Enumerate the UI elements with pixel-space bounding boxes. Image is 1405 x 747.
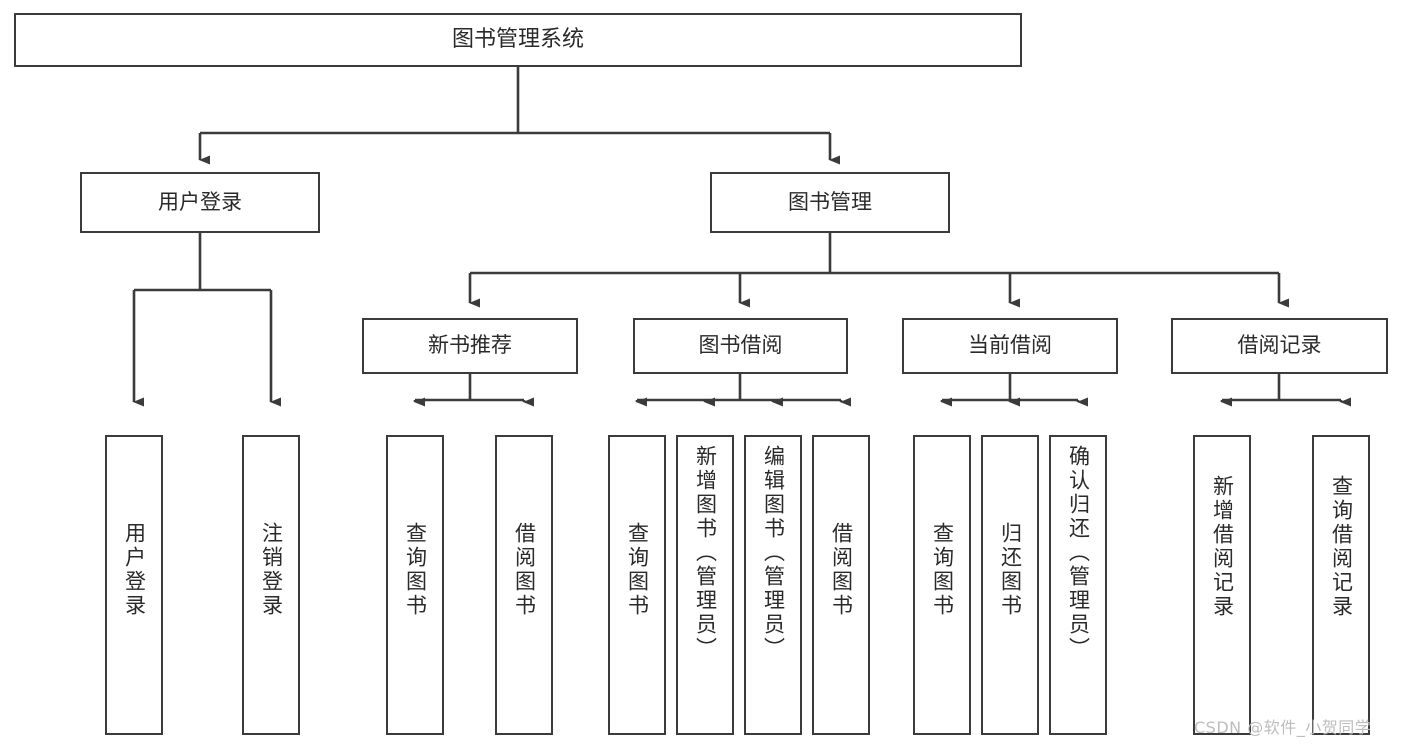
node-label: 查询图书 (930, 522, 955, 618)
node-label: 新增图书（管理员） (693, 445, 718, 661)
node-label: 用户登录 (158, 189, 242, 214)
node-label: 新书推荐 (428, 333, 512, 358)
leaf-add-book-admin[interactable]: 新增图书（管理员） (676, 435, 734, 735)
node-label: 查询图书 (625, 522, 650, 618)
node-label: 查询借阅记录 (1329, 475, 1354, 619)
leaf-query-book-recommend[interactable]: 查询图书 (386, 435, 444, 735)
leaf-query-book-current[interactable]: 查询图书 (913, 435, 971, 735)
node-label: 注销登录 (259, 522, 284, 618)
node-label: 用户登录 (122, 522, 147, 618)
node-root[interactable]: 图书管理系统 (14, 13, 1022, 67)
node-label: 归还图书 (998, 522, 1023, 618)
leaf-confirm-return-admin[interactable]: 确认归还（管理员） (1049, 435, 1107, 735)
leaf-edit-book-admin[interactable]: 编辑图书（管理员） (744, 435, 802, 735)
node-current-borrow[interactable]: 当前借阅 (902, 318, 1118, 374)
node-label: 当前借阅 (968, 333, 1052, 358)
leaf-add-borrow-record[interactable]: 新增借阅记录 (1193, 435, 1251, 735)
node-label: 查询图书 (403, 522, 428, 618)
node-label: 确认归还（管理员） (1066, 445, 1091, 661)
node-new-book-recommend[interactable]: 新书推荐 (362, 318, 578, 374)
node-book-management[interactable]: 图书管理 (710, 172, 950, 233)
watermark-text: CSDN @软件_小贺同学 (1194, 718, 1372, 737)
node-label: 图书管理 (788, 189, 872, 214)
leaf-user-login[interactable]: 用户登录 (105, 435, 163, 735)
leaf-return-book[interactable]: 归还图书 (981, 435, 1039, 735)
leaf-query-book-borrow[interactable]: 查询图书 (608, 435, 666, 735)
leaf-borrow-book-recommend[interactable]: 借阅图书 (495, 435, 553, 735)
node-label: 图书借阅 (698, 333, 783, 358)
node-label: 借阅图书 (512, 522, 537, 618)
leaf-borrow-book[interactable]: 借阅图书 (812, 435, 870, 735)
leaf-query-borrow-record[interactable]: 查询借阅记录 (1312, 435, 1370, 735)
node-label: 图书管理系统 (451, 26, 584, 52)
node-borrow-record[interactable]: 借阅记录 (1171, 318, 1388, 374)
node-book-borrow[interactable]: 图书借阅 (633, 318, 848, 374)
node-label: 编辑图书（管理员） (761, 445, 786, 661)
node-label: 借阅记录 (1237, 333, 1322, 358)
node-label: 新增借阅记录 (1210, 475, 1235, 619)
leaf-logout[interactable]: 注销登录 (242, 435, 300, 735)
node-label: 借阅图书 (829, 522, 854, 618)
node-user-login[interactable]: 用户登录 (80, 172, 320, 233)
